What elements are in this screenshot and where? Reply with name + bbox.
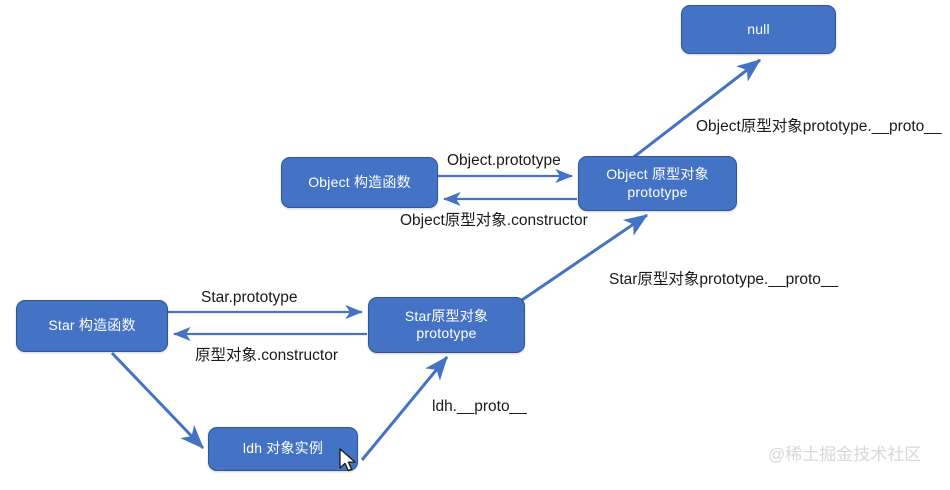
edge-label-ldh-proto: ldh.__proto__: [432, 398, 527, 415]
edge-label-star-prototype: Star.prototype: [201, 289, 298, 306]
edge-label-object-proto-constructor: Object原型对象.constructor: [400, 212, 588, 229]
node-object-prototype-label: Object 原型对象 prototype: [606, 166, 709, 200]
edge-object-proto-to-null: [625, 58, 761, 165]
node-ldh-instance[interactable]: ldh 对象实例: [208, 427, 358, 471]
node-star-prototype[interactable]: Star原型对象 prototype: [368, 297, 525, 353]
watermark: @稀土掘金技术社区: [768, 445, 922, 464]
node-ldh-instance-label: ldh 对象实例: [242, 440, 324, 457]
node-null[interactable]: null: [681, 5, 836, 54]
node-star-prototype-label: Star原型对象 prototype: [404, 307, 489, 342]
node-object-prototype[interactable]: Object 原型对象 prototype: [578, 156, 737, 211]
edge-star-ctor-to-ldh: [110, 351, 205, 450]
node-null-label: null: [747, 20, 770, 37]
node-star-constructor-label: Star 构造函数: [48, 317, 136, 334]
edge-label-star-proto-proto: Star原型对象prototype.__proto__: [609, 271, 839, 288]
node-object-constructor-label: Object 构造函数: [308, 173, 411, 190]
edge-label-star-proto-constructor: 原型对象.constructor: [195, 347, 338, 364]
node-object-constructor[interactable]: Object 构造函数: [281, 157, 438, 208]
edge-label-object-proto-proto: Object原型对象prototype.__proto__: [696, 118, 942, 135]
node-star-constructor[interactable]: Star 构造函数: [16, 300, 168, 352]
edge-label-object-prototype: Object.prototype: [447, 152, 561, 169]
